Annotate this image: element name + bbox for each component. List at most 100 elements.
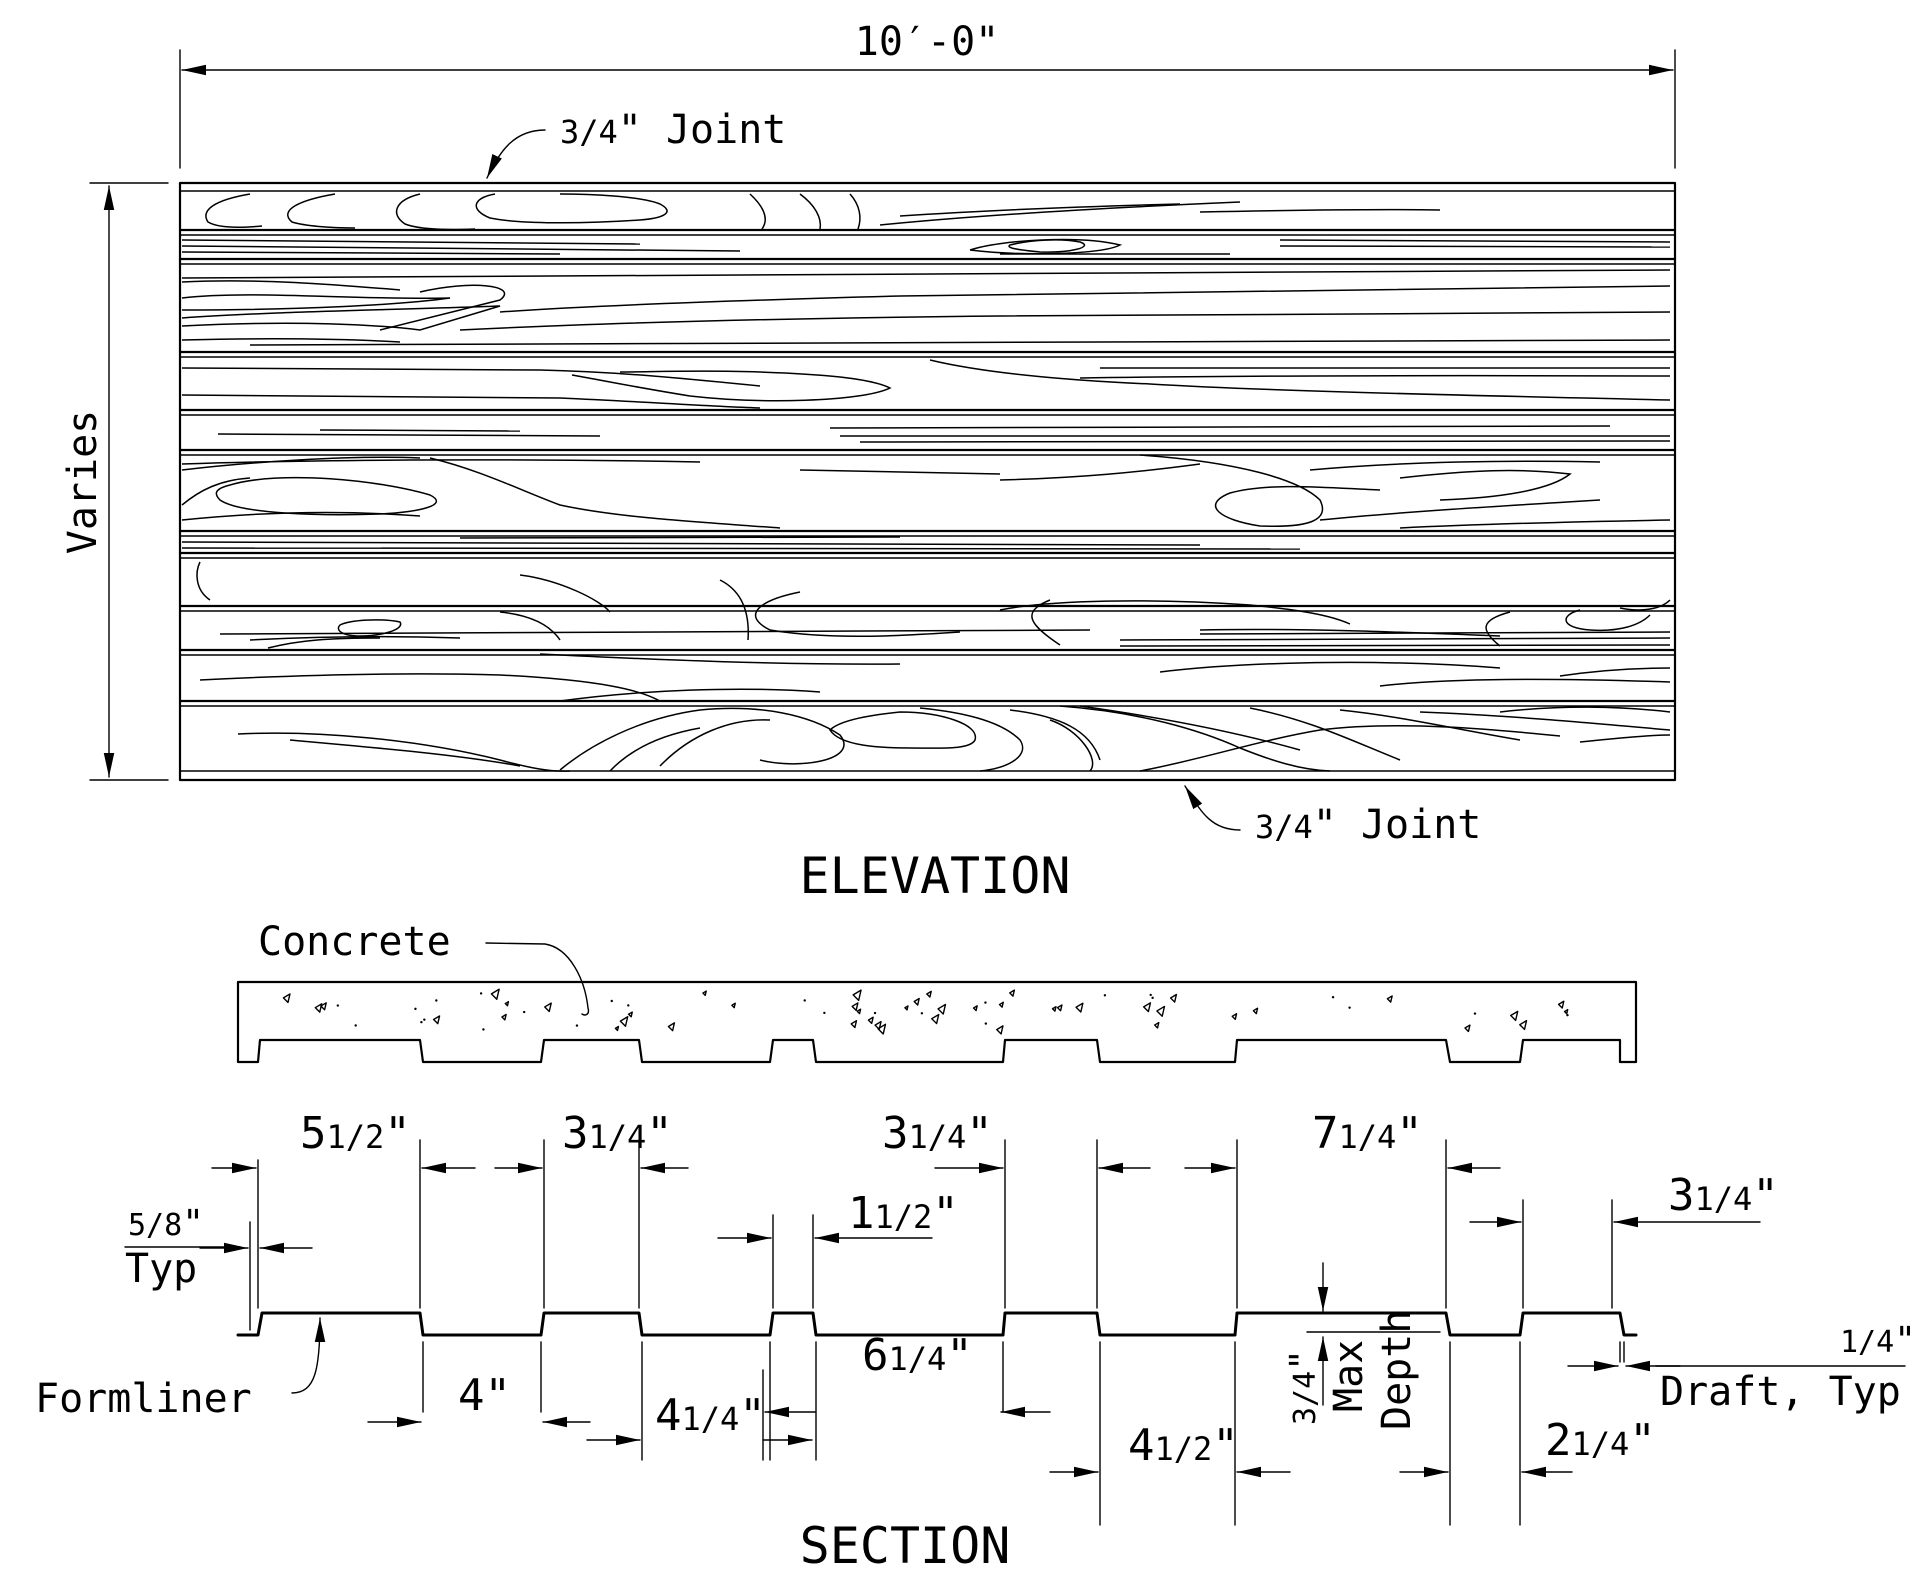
- aggregate-mark: [851, 1002, 859, 1012]
- grain-board-6: [181, 454, 1671, 529]
- dim-max-depth-sub1: Max: [1326, 1340, 1372, 1412]
- aggregate-mark: [877, 1023, 887, 1035]
- aggregate-dot: [1103, 994, 1107, 997]
- aggregate-dot: [803, 999, 806, 1002]
- aggregate-mark: [1142, 1002, 1152, 1013]
- aggregate-mark: [937, 1003, 947, 1015]
- aggregate-dot: [920, 1012, 924, 1015]
- svg-text:3/4" Joint: 3/4" Joint: [1255, 802, 1481, 848]
- aggregate-mark: [1563, 1008, 1569, 1015]
- width-dimension: 10′-0": [179, 19, 1676, 169]
- aggregate-mark: [432, 1015, 441, 1025]
- dim-draft-sub: Draft, Typ: [1660, 1369, 1901, 1415]
- grain-board-9: [219, 629, 1671, 665]
- aggregate-mark: [1051, 1005, 1057, 1012]
- grain-board-4: [181, 359, 1671, 409]
- dim-5-8-typ: 5/8": [128, 1203, 204, 1244]
- upper-extension-lines: [249, 1139, 1613, 1331]
- aggregate-dot: [414, 1007, 417, 1011]
- formliner-label: Formliner: [35, 1376, 252, 1422]
- lower-dimension-labels: 4" 41/4" 61/4" 41/2" 21/4" 1/4" Draft, T…: [458, 1310, 1912, 1471]
- joint-callout-top: 3/4" Joint: [486, 107, 786, 179]
- aggregate-dot: [482, 1028, 485, 1031]
- section-title: SECTION: [800, 1517, 1011, 1575]
- dim-1-1-2: 11/2": [848, 1188, 959, 1239]
- aggregate-dot: [479, 992, 483, 995]
- joint-bottom-text: " Joint: [1313, 802, 1482, 848]
- aggregate-mark: [544, 1002, 552, 1013]
- aggregate-mark: [1252, 1007, 1259, 1015]
- aggregate-dot: [1566, 1013, 1569, 1017]
- dim-max-depth: 3/4": [1283, 1349, 1324, 1425]
- aggregate-dot: [1473, 1012, 1477, 1015]
- aggregate-dot: [575, 1024, 579, 1027]
- dim-1-4-draft: 1/4": [1840, 1320, 1912, 1361]
- aggregate-dot: [423, 1018, 426, 1021]
- joint-bottom-fraction: 3/4: [1255, 808, 1313, 846]
- upper-dimension-arrows: [124, 1162, 1761, 1254]
- aggregate-mark: [926, 990, 932, 998]
- aggregate-dot: [984, 1022, 988, 1025]
- aggregate-mark: [731, 1002, 736, 1009]
- lower-extension-lines: [422, 1341, 1625, 1526]
- dim-6-1-4: 61/4": [862, 1330, 973, 1381]
- svg-text:3/4" Joint: 3/4" Joint: [560, 107, 786, 153]
- grain-board-10: [199, 661, 1671, 702]
- width-dimension-label: 10′-0": [855, 19, 1000, 65]
- grain-board-1: [205, 193, 1441, 231]
- aggregate-mark: [1519, 1019, 1528, 1031]
- concrete-profile: Concrete: [236, 919, 1638, 1064]
- aggregate-mark: [619, 1016, 629, 1027]
- aggregate-mark: [1009, 989, 1016, 997]
- dim-7-1-4: 71/4": [1312, 1108, 1423, 1159]
- dim-2-1-4: 21/4": [1545, 1415, 1656, 1466]
- dim-3-1-4-a: 31/4": [562, 1108, 673, 1159]
- aggregate-mark: [490, 988, 500, 1000]
- grain-board-11: [237, 705, 1671, 772]
- aggregate-mark: [874, 1020, 882, 1030]
- aggregate-dot: [1348, 1006, 1351, 1009]
- grain-board-2: [181, 238, 1671, 255]
- aggregate-mark: [1153, 1021, 1160, 1029]
- dim-4: 4": [458, 1370, 511, 1421]
- aggregate-mark: [1464, 1024, 1471, 1033]
- concrete-label: Concrete: [258, 919, 451, 965]
- aggregate-mark: [931, 1013, 940, 1025]
- aggregate-mark: [1557, 1000, 1565, 1009]
- aggregate-mark: [850, 1020, 858, 1029]
- aggregate-mark: [1056, 1004, 1063, 1012]
- aggregate-mark: [627, 1011, 633, 1018]
- aggregate-mark: [972, 1005, 978, 1012]
- aggregate-mark: [501, 1013, 507, 1021]
- aggregate-dot: [1149, 993, 1152, 997]
- dim-5-1-2: 51/2": [300, 1108, 411, 1159]
- elevation-title: ELEVATION: [800, 847, 1071, 905]
- dim-5-8-typ-sub: Typ: [125, 1246, 197, 1292]
- aggregate-mark: [1386, 995, 1393, 1003]
- joint-top-fraction: 3/4: [560, 113, 618, 151]
- aggregate-mark: [996, 1025, 1004, 1035]
- aggregate-mark: [702, 990, 707, 997]
- aggregate-dot: [522, 1010, 526, 1014]
- aggregate-dot: [984, 1001, 987, 1004]
- dim-4-1-4: 41/4": [655, 1390, 766, 1441]
- formliner-profile: Formliner: [35, 1311, 1638, 1422]
- height-dimension: Varies: [60, 182, 169, 781]
- grain-board-7: [181, 536, 1301, 550]
- joint-top-text: " Joint: [618, 107, 787, 153]
- aggregate-dot: [1331, 995, 1335, 999]
- aggregate-dot: [354, 1024, 357, 1027]
- board-joints: [178, 190, 1677, 772]
- aggregate-mark: [1231, 1012, 1238, 1021]
- dim-3-1-4-c: 31/4": [1668, 1170, 1779, 1221]
- aggregate-dot: [420, 1020, 423, 1024]
- aggregate-dot: [627, 1004, 630, 1007]
- aggregate-dot: [873, 1011, 877, 1015]
- elevation-view: 10′-0" Varies: [60, 19, 1677, 905]
- dim-max-depth-sub2: Depth: [1374, 1310, 1420, 1430]
- aggregate-mark: [904, 1005, 909, 1011]
- aggregate-dot: [1151, 996, 1154, 1000]
- aggregate-mark: [1510, 1010, 1519, 1022]
- joint-callout-bottom: 3/4" Joint: [1184, 785, 1481, 848]
- aggregate-mark: [320, 1002, 327, 1011]
